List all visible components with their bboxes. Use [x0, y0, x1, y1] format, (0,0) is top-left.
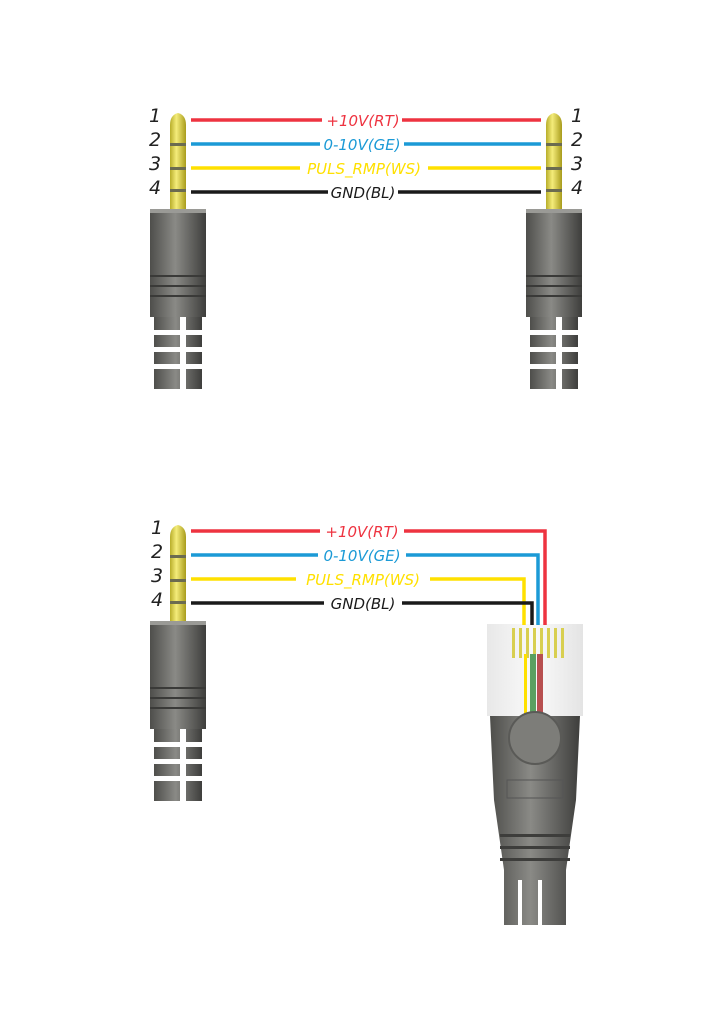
- wire-label-blue: 0-10V(GE): [323, 547, 400, 565]
- pin-number: 1: [571, 105, 583, 127]
- pin-number: 4: [571, 177, 583, 199]
- wire-blue: [191, 553, 540, 625]
- pin-number: 2: [149, 129, 161, 151]
- wire-black: [191, 601, 534, 625]
- pin-numbers: 1 2 3 4: [151, 517, 163, 611]
- left-pin-numbers: 1 2 3 4: [149, 105, 161, 199]
- pin-number: 1: [149, 105, 161, 127]
- wire-label-yellow: PULS_RMP(WS): [307, 160, 421, 179]
- pin-number: 4: [149, 177, 161, 199]
- pin-number: 3: [571, 153, 583, 175]
- jack-to-jack-diagram: +10V(RT) 0-10V(GE) PULS_RMP(WS) GND(BL) …: [149, 105, 583, 389]
- wire-red: [191, 529, 547, 625]
- pin-number: 1: [151, 517, 163, 539]
- pin-number: 2: [151, 541, 163, 563]
- right-pin-numbers: 1 2 3 4: [571, 105, 583, 199]
- wire-label-red: +10V(RT): [326, 112, 399, 130]
- wire-label-blue: 0-10V(GE): [323, 136, 400, 154]
- wire-label-black: GND(BL): [331, 184, 396, 202]
- wire-label-black: GND(BL): [331, 595, 396, 613]
- pin-number: 3: [149, 153, 161, 175]
- jack-to-rj45-diagram: +10V(RT) 0-10V(GE) PULS_RMP(WS) GND(BL) …: [150, 517, 583, 925]
- rj45-connector: [487, 624, 583, 925]
- wire-label-red: +10V(RT): [325, 523, 398, 541]
- pin-number: 4: [151, 589, 163, 611]
- wire-label-yellow: PULS_RMP(WS): [306, 571, 420, 590]
- pin-number: 2: [571, 129, 583, 151]
- pin-number: 3: [151, 565, 163, 587]
